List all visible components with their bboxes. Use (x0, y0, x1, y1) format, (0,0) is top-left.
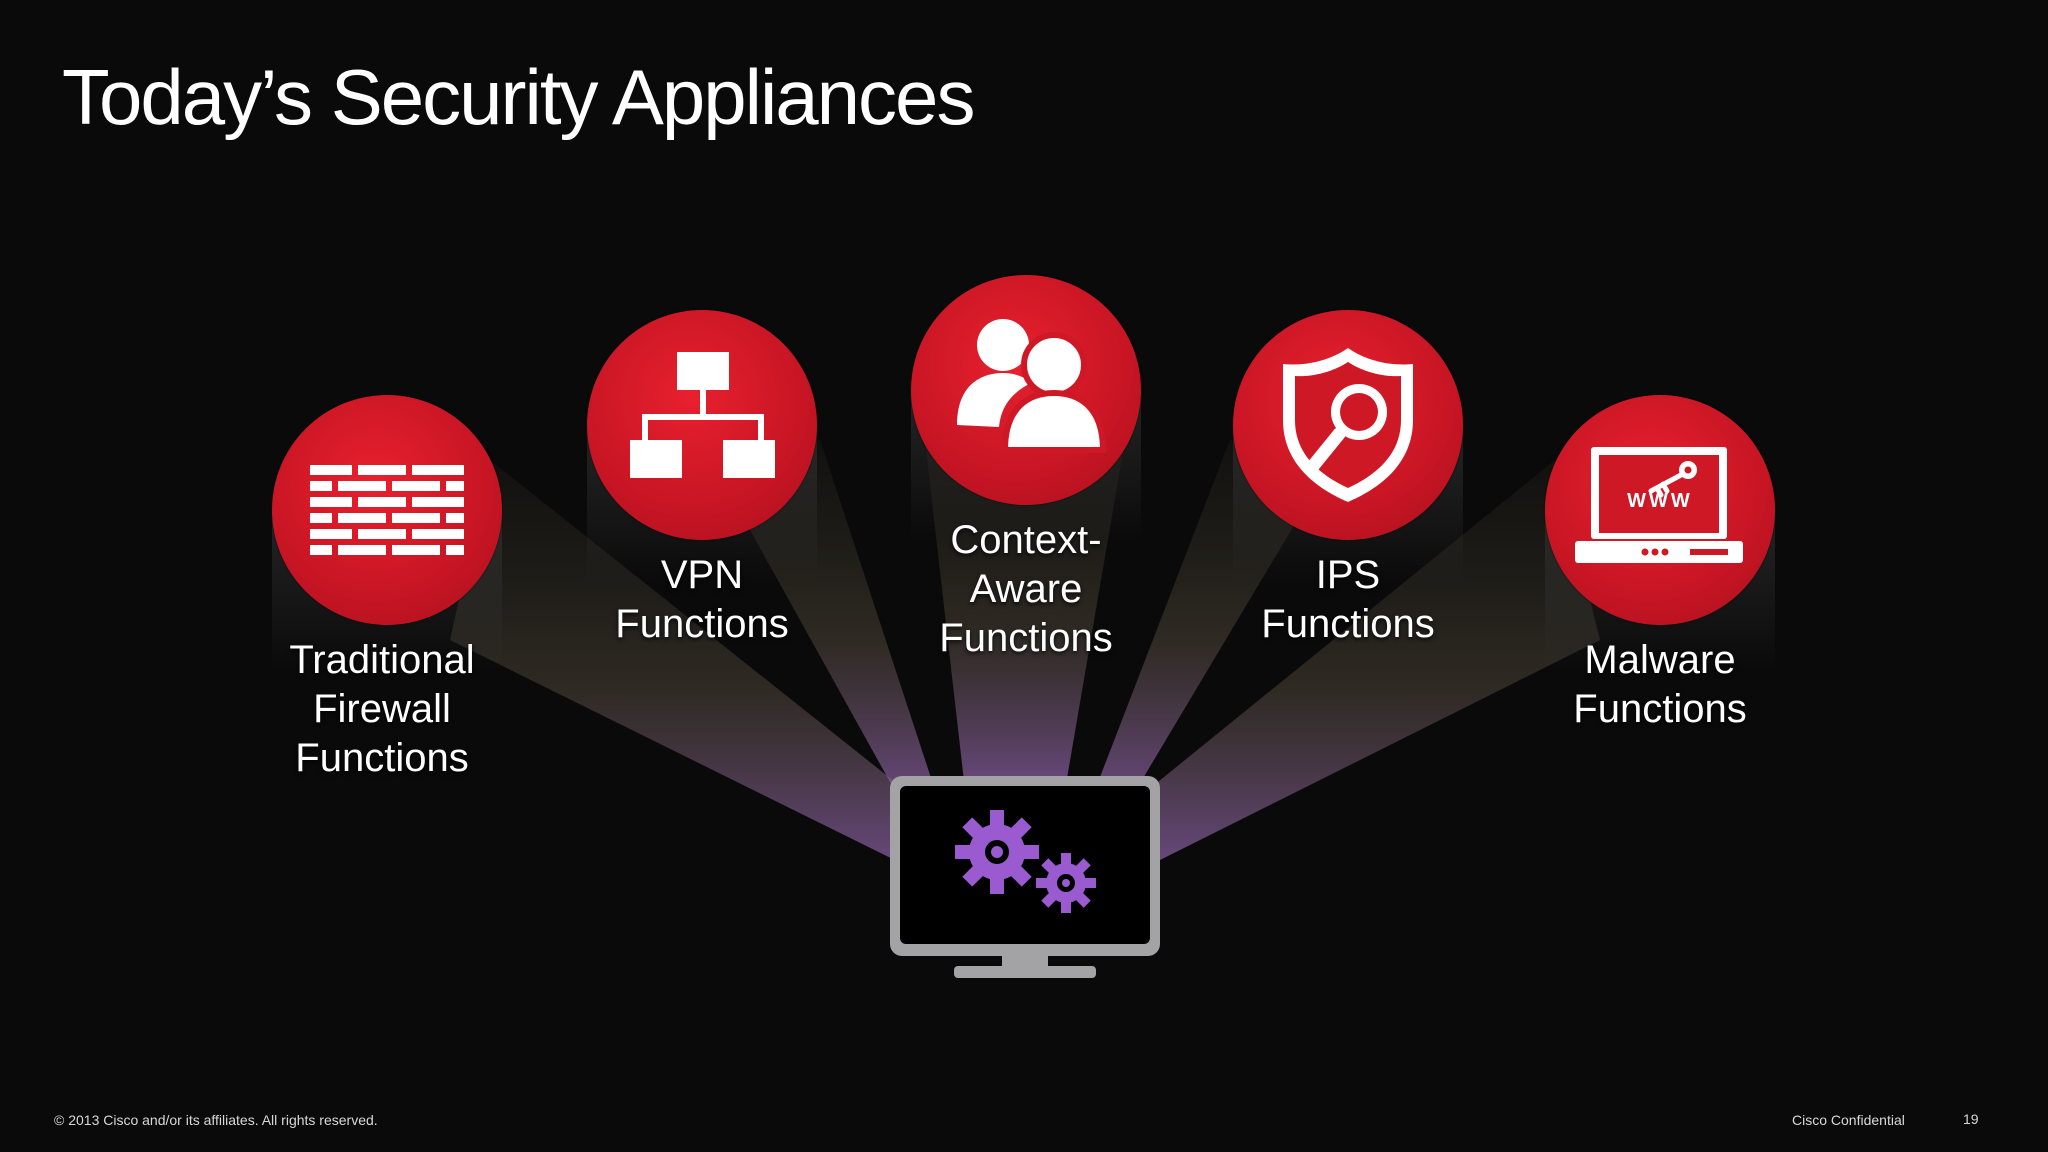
firewall-label: Traditional Firewall Functions (232, 636, 532, 783)
laptop-key-www-icon: WWW (1575, 447, 1743, 563)
context-label: Context- Aware Functions (876, 516, 1176, 663)
ips-label: IPS Functions (1198, 551, 1498, 649)
label-line: Aware (969, 567, 1083, 611)
ips-circle (1233, 310, 1463, 540)
label-line: Functions (295, 736, 469, 780)
label-line: VPN (660, 553, 744, 597)
users-icon (957, 319, 1107, 453)
small-gear-icon (1036, 853, 1096, 913)
label-line: Firewall (313, 687, 451, 731)
footer-copyright: © 2013 Cisco and/or its affiliates. All … (54, 1112, 378, 1128)
malware-circle: WWW (1545, 395, 1775, 625)
large-gear-icon (955, 810, 1039, 894)
monitor-gears-icon (890, 776, 1160, 978)
label-line: Functions (1261, 602, 1435, 646)
beam-firewall (450, 460, 915, 870)
footer-confidential: Cisco Confidential (1792, 1112, 1905, 1128)
label-line: Functions (939, 616, 1113, 660)
label-line: Functions (1573, 687, 1747, 731)
label-line: Functions (615, 602, 789, 646)
www-text: WWW (1627, 490, 1693, 512)
slide-title: Today’s Security Appliances (62, 53, 975, 141)
shield-magnifier-icon (1283, 348, 1413, 502)
beam-malware (1140, 460, 1600, 870)
vpn-circle (587, 310, 817, 540)
page-number: 19 (1963, 1111, 1979, 1127)
label-line: Context- (950, 518, 1102, 562)
network-hierarchy-icon (630, 352, 775, 478)
firewall-circle (272, 395, 502, 625)
context-circle (911, 275, 1141, 505)
malware-label: Malware Functions (1510, 636, 1810, 734)
brick-wall-icon (310, 465, 464, 555)
label-line: Malware (1584, 638, 1736, 682)
label-line: IPS (1315, 553, 1381, 597)
label-line: Traditional (289, 638, 475, 682)
vpn-label: VPN Functions (552, 551, 852, 649)
